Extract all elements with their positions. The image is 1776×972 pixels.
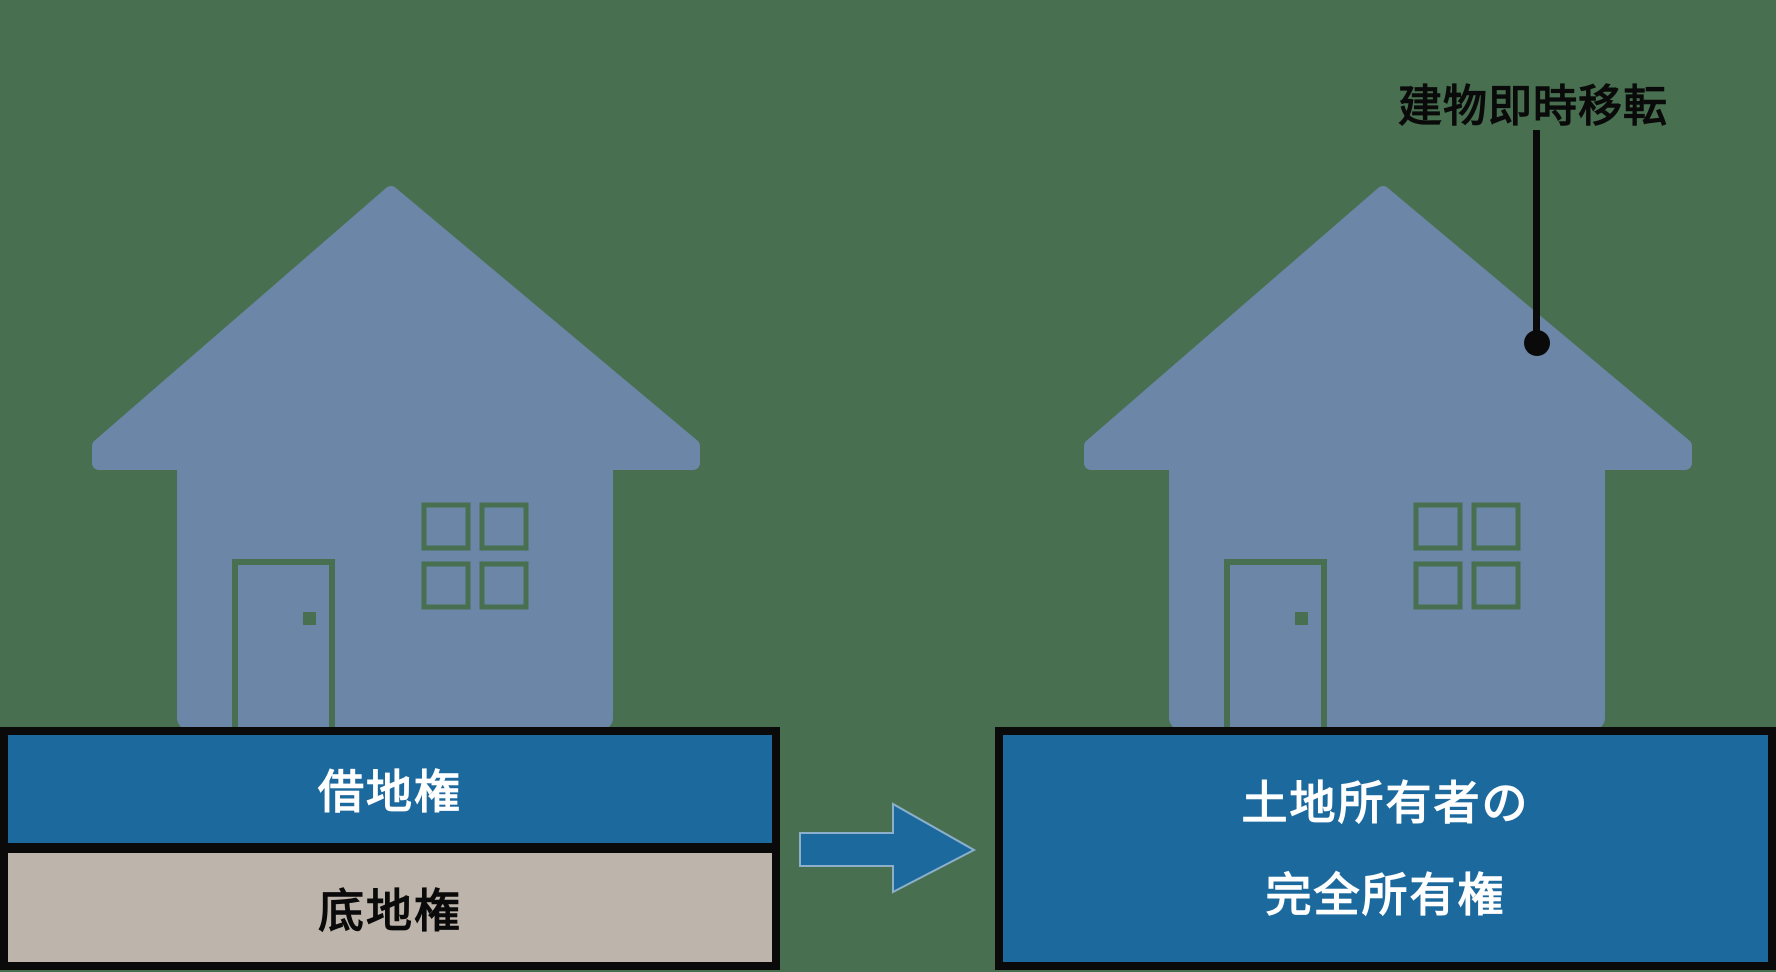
house-icon-after — [1091, 193, 1685, 732]
right-arrow-icon — [799, 802, 977, 894]
annotation-dot — [1524, 330, 1550, 356]
building-transfer-annotation: 建物即時移転 — [1398, 82, 1668, 131]
land-right-label: 底地権 — [318, 884, 462, 937]
full-ownership-box: 土地所有者の 完全所有権 — [995, 727, 1776, 970]
leasehold-right-label: 借地権 — [318, 766, 462, 818]
land-right-bar: 底地権 — [0, 845, 780, 970]
leasehold-right-bar: 借地権 — [0, 727, 780, 851]
full-ownership-line-1: 土地所有者の — [1241, 776, 1530, 829]
house-icon-before — [99, 193, 693, 732]
full-ownership-line-2: 完全所有権 — [1265, 868, 1506, 921]
